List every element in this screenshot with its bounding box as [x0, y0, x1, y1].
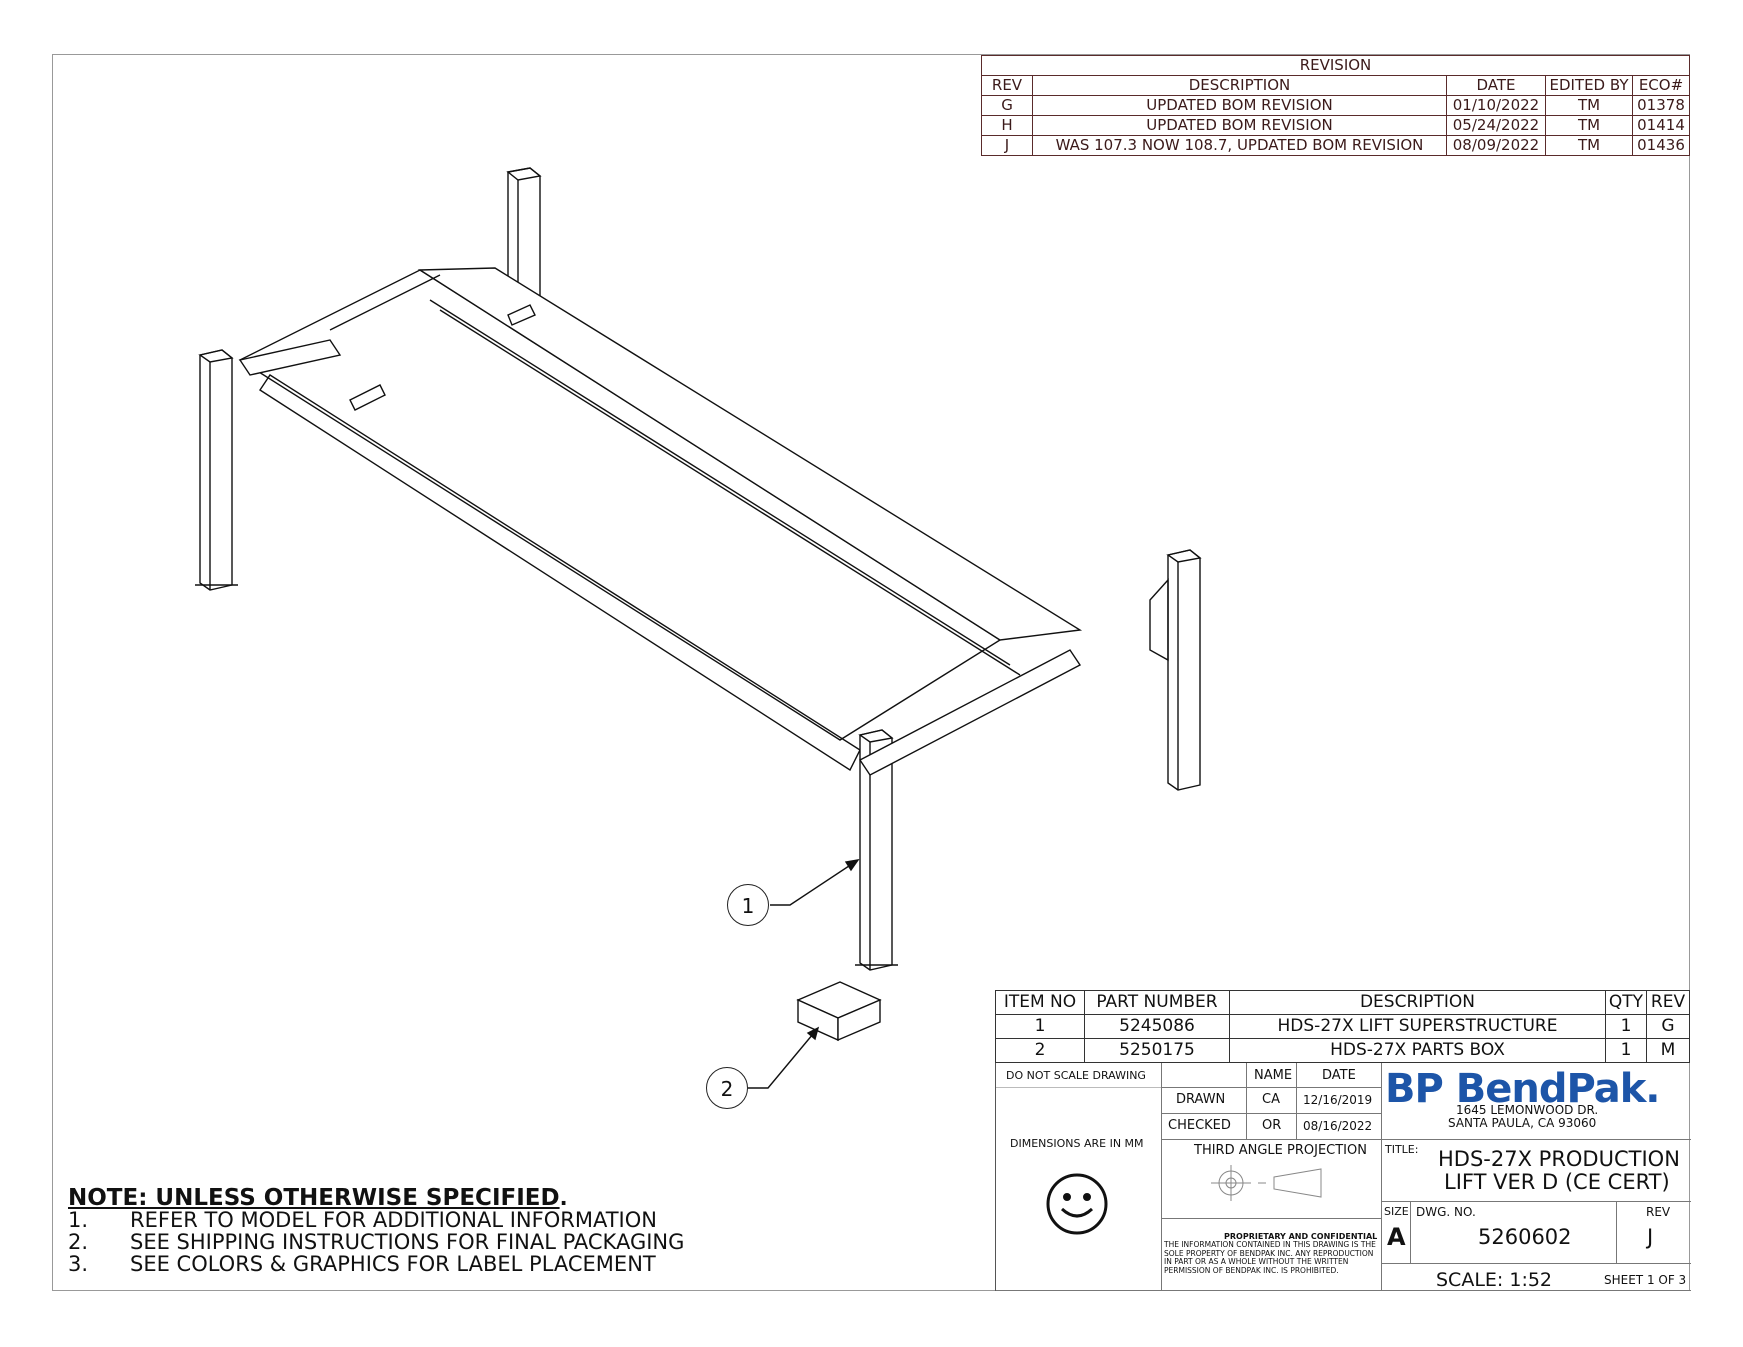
revision-cell: 01414	[1632, 115, 1690, 136]
rev-value: J	[1647, 1225, 1654, 1249]
revision-cell: G	[981, 95, 1033, 116]
bom-cell: 1	[1605, 1038, 1647, 1063]
revision-cell: 01378	[1632, 95, 1690, 116]
revision-table: REVISION REV DESCRIPTION DATE EDITED BY …	[981, 55, 1690, 156]
leader-1	[770, 859, 859, 906]
bom-cell: 5245086	[1084, 1014, 1230, 1039]
revision-cell: TM	[1545, 135, 1633, 156]
revision-row: J WAS 107.3 NOW 108.7, UPDATED BOM REVIS…	[981, 135, 1690, 156]
bom-cell: 5250175	[1084, 1038, 1230, 1063]
note-item: 1. REFER TO MODEL FOR ADDITIONAL INFORMAT…	[68, 1209, 684, 1231]
revision-cell: WAS 107.3 NOW 108.7, UPDATED BOM REVISIO…	[1032, 135, 1447, 156]
checked-name: OR	[1262, 1118, 1282, 1133]
revision-cell: TM	[1545, 95, 1633, 116]
bom-cell: 1	[1605, 1014, 1647, 1039]
parts-box	[796, 981, 882, 1042]
drawing-title-line1: HDS-27X PRODUCTION	[1438, 1147, 1680, 1171]
size-label: SIZE	[1384, 1205, 1409, 1218]
post-front-left	[195, 349, 238, 591]
revision-cell: 05/24/2022	[1446, 115, 1546, 136]
revision-cell: TM	[1545, 115, 1633, 136]
leader-2	[748, 1027, 819, 1089]
post-rear-right	[1149, 549, 1202, 791]
bom-table: ITEM NO PART NUMBER DESCRIPTION QTY REV …	[995, 990, 1690, 1063]
revision-cell: J	[981, 135, 1033, 156]
title-block: DO NOT SCALE DRAWING NAME DATE DRAWN CA …	[995, 1063, 1691, 1291]
drawn-date: 12/16/2019	[1303, 1093, 1373, 1107]
proprietary-text: THE INFORMATION CONTAINED IN THIS DRAWIN…	[1164, 1240, 1376, 1275]
bom-header: QTY	[1605, 990, 1647, 1015]
dwg-no-label: DWG. NO.	[1416, 1205, 1476, 1219]
revision-cell: H	[981, 115, 1033, 136]
bom-header: DESCRIPTION	[1229, 990, 1606, 1015]
revision-header: DATE	[1446, 75, 1546, 96]
revision-header-row: REV DESCRIPTION DATE EDITED BY ECO#	[981, 75, 1690, 96]
revision-header: EDITED BY	[1545, 75, 1633, 96]
note-number: 1.	[68, 1208, 89, 1232]
revision-cell: UPDATED BOM REVISION	[1032, 95, 1447, 116]
date-header: DATE	[1322, 1068, 1356, 1083]
revision-header: REV	[981, 75, 1033, 96]
runways	[238, 267, 1083, 772]
bom-header: REV	[1646, 990, 1690, 1015]
revision-cell: 01/10/2022	[1446, 95, 1546, 116]
revision-header: ECO#	[1632, 75, 1690, 96]
post-front-right	[855, 729, 898, 971]
revision-header: DESCRIPTION	[1032, 75, 1447, 96]
bom-cell: HDS-27X PARTS BOX	[1229, 1038, 1606, 1063]
bom-header: PART NUMBER	[1084, 990, 1230, 1015]
revision-cell: UPDATED BOM REVISION	[1032, 115, 1447, 136]
revision-cell: 08/09/2022	[1446, 135, 1546, 156]
note-number: 3.	[68, 1252, 89, 1276]
drawing-title-line2: LIFT VER D (CE CERT)	[1444, 1170, 1670, 1194]
checked-label: CHECKED	[1168, 1118, 1231, 1133]
note-text: REFER TO MODEL FOR ADDITIONAL INFORMATIO…	[130, 1208, 657, 1232]
do-not-scale-note: DO NOT SCALE DRAWING	[1006, 1069, 1146, 1082]
bom-row: 2 5250175 HDS-27X PARTS BOX 1 M	[995, 1038, 1690, 1063]
note-text: SEE SHIPPING INSTRUCTIONS FOR FINAL PACK…	[130, 1230, 685, 1254]
address-line1: 1645 LEMONWOOD DR.	[1456, 1103, 1599, 1117]
projection-label: THIRD ANGLE PROJECTION	[1194, 1143, 1367, 1158]
note-item: 3. SEE COLORS & GRAPHICS FOR LABEL PLACEM…	[68, 1253, 684, 1275]
bom-cell: G	[1646, 1014, 1690, 1039]
third-angle-projection-icon	[1211, 1165, 1322, 1201]
revision-row: G UPDATED BOM REVISION 01/10/2022 TM 013…	[981, 95, 1690, 116]
revision-table-title: REVISION	[981, 55, 1690, 76]
size-value: A	[1387, 1223, 1406, 1251]
bendpak-logo: BP BendPak.	[1385, 1066, 1660, 1112]
note-number: 2.	[68, 1230, 89, 1254]
bom-cell: 2	[995, 1038, 1085, 1063]
proprietary-title: PROPRIETARY AND CONFIDENTIAL	[1224, 1232, 1378, 1241]
smiley-icon	[1046, 1173, 1108, 1235]
drawing-border	[52, 54, 1690, 1291]
drawn-label: DRAWN	[1176, 1092, 1226, 1107]
bom-header-row: ITEM NO PART NUMBER DESCRIPTION QTY REV	[995, 990, 1690, 1015]
bom-cell: M	[1646, 1038, 1690, 1063]
revision-row: H UPDATED BOM REVISION 05/24/2022 TM 014…	[981, 115, 1690, 136]
checked-date: 08/16/2022	[1303, 1119, 1373, 1133]
revision-cell: 01436	[1632, 135, 1690, 156]
callout-2: 2	[706, 1067, 748, 1109]
scale-value: SCALE: 1:52	[1436, 1269, 1553, 1291]
notes-section: NOTE: UNLESS OTHERWISE SPECIFIED. 1.REFE…	[68, 1185, 685, 1276]
note-item: 2. SEE SHIPPING INSTRUCTIONS FOR FINAL PA…	[68, 1231, 684, 1253]
callout-1: 1	[727, 884, 769, 926]
name-header: NAME	[1254, 1068, 1293, 1083]
title-label: TITLE:	[1385, 1143, 1419, 1156]
dwg-no-value: 5260602	[1478, 1225, 1572, 1249]
bom-cell: 1	[995, 1014, 1085, 1039]
bom-cell: HDS-27X LIFT SUPERSTRUCTURE	[1229, 1014, 1606, 1039]
dimensions-note: DIMENSIONS ARE IN MM	[1010, 1137, 1144, 1150]
sheet-number: SHEET 1 OF 3	[1604, 1273, 1687, 1287]
note-text: SEE COLORS & GRAPHICS FOR LABEL PLACEMEN…	[130, 1252, 656, 1276]
address-line2: SANTA PAULA, CA 93060	[1448, 1116, 1597, 1130]
bom-row: 1 5245086 HDS-27X LIFT SUPERSTRUCTURE 1 …	[995, 1014, 1690, 1039]
rev-label: REV	[1646, 1205, 1671, 1219]
notes-heading: NOTE: UNLESS OTHERWISE SPECIFIED	[68, 1185, 560, 1211]
bom-header: ITEM NO	[995, 990, 1085, 1015]
drawn-name: CA	[1262, 1092, 1280, 1107]
